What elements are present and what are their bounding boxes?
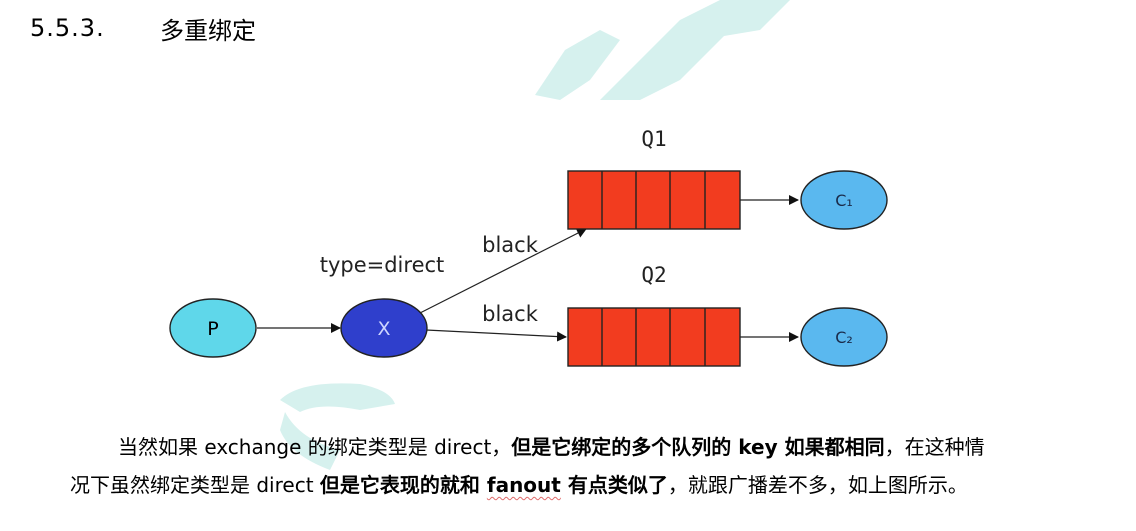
producer-node bbox=[169, 298, 257, 358]
queue1 bbox=[567, 170, 741, 230]
edge-x-q2 bbox=[425, 329, 567, 342]
watermark bbox=[280, 0, 790, 470]
text-segment: 当然如果 exchange 的绑定类型是 direct， bbox=[118, 435, 512, 459]
paragraph-line-1: 当然如果 exchange 的绑定类型是 direct，但是它绑定的多个队列的 … bbox=[70, 428, 1070, 466]
paragraph-line-2: 况下虽然绑定类型是 direct 但是它表现的就和 fanout 有点类似了，就… bbox=[70, 466, 1070, 504]
consumer2-node bbox=[800, 307, 888, 367]
edge-x-q1 bbox=[419, 228, 587, 314]
queue1-label: Q1 bbox=[641, 127, 666, 151]
section-title: 多重绑定 bbox=[160, 16, 256, 45]
queue2-body bbox=[567, 307, 741, 367]
bold-segment: 有点类似了 bbox=[560, 473, 668, 497]
section-number: 5.5.3. bbox=[30, 14, 105, 42]
exchange-type-label: type=direct bbox=[320, 253, 445, 277]
queue2-label: Q2 bbox=[641, 263, 666, 287]
bold-segment: 但是它表现的就和 bbox=[319, 473, 487, 497]
producer-label: P bbox=[207, 318, 218, 340]
consumer1-label: C₁ bbox=[835, 191, 853, 210]
exchange-label: X bbox=[377, 318, 390, 340]
section-heading: 5.5.3. 多重绑定 bbox=[30, 10, 256, 46]
explanation-paragraph: 当然如果 exchange 的绑定类型是 direct，但是它绑定的多个队列的 … bbox=[70, 428, 1070, 504]
queue2 bbox=[567, 307, 741, 367]
watermark-stroke-4 bbox=[280, 383, 395, 412]
exchange-node bbox=[340, 298, 428, 358]
watermark-stroke-5 bbox=[280, 412, 340, 470]
queue1-body bbox=[567, 170, 741, 230]
binding-label-q1: black bbox=[482, 233, 539, 257]
binding-label-q2: black bbox=[482, 302, 539, 326]
consumer1-node bbox=[800, 170, 888, 230]
text-segment: ，就跟广播差不多，如上图所示。 bbox=[667, 473, 968, 497]
text-segment: ，在这种情 bbox=[884, 435, 985, 459]
bold-segment: 但是它绑定的多个队列的 key 如果都相同 bbox=[511, 435, 885, 459]
consumer2-label: C₂ bbox=[835, 328, 853, 347]
watermark-stroke-1 bbox=[535, 30, 620, 100]
text-segment: 况下虽然绑定类型是 direct bbox=[70, 473, 320, 497]
bold-fanout: fanout bbox=[486, 473, 561, 497]
watermark-stroke-3 bbox=[700, 0, 790, 40]
